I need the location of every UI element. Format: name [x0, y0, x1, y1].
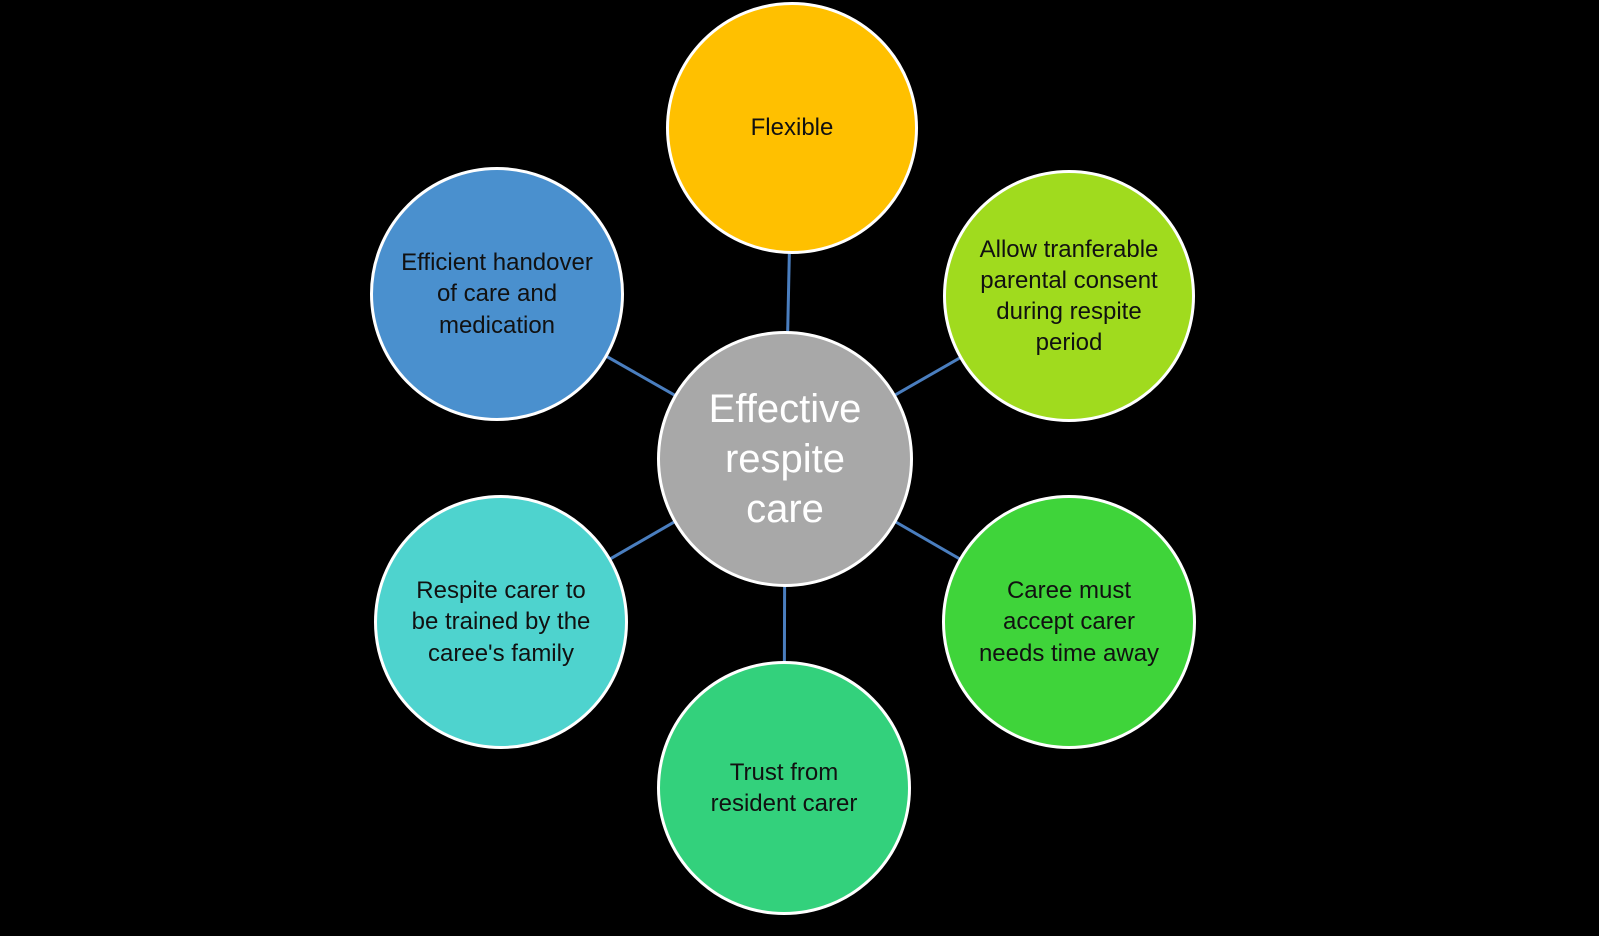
node-flexible-label: Flexible — [750, 114, 834, 142]
node-trust-label: Trust from resident carer — [710, 758, 858, 817]
node-efficient-handover: Efficient handover of care and medicatio… — [370, 167, 624, 421]
node-efficient-handover-label: Efficient handover of care and medicatio… — [401, 249, 593, 339]
node-flexible: Flexible — [666, 2, 918, 254]
node-caree-accept-label: Caree must accept carer needs time away — [978, 577, 1160, 667]
node-transferable-consent-label: Allow tranferable parental consent durin… — [979, 235, 1159, 357]
node-center-label: Effective respite care — [708, 387, 862, 531]
node-respite-carer-trained-label: Respite carer to be trained by the caree… — [411, 577, 591, 667]
node-center-effective-respite-care: Effective respite care — [657, 331, 913, 587]
node-caree-accept: Caree must accept carer needs time away — [942, 495, 1196, 749]
node-trust: Trust from resident carer — [657, 661, 911, 915]
node-transferable-consent: Allow tranferable parental consent durin… — [943, 170, 1195, 422]
node-respite-carer-trained: Respite carer to be trained by the caree… — [374, 495, 628, 749]
